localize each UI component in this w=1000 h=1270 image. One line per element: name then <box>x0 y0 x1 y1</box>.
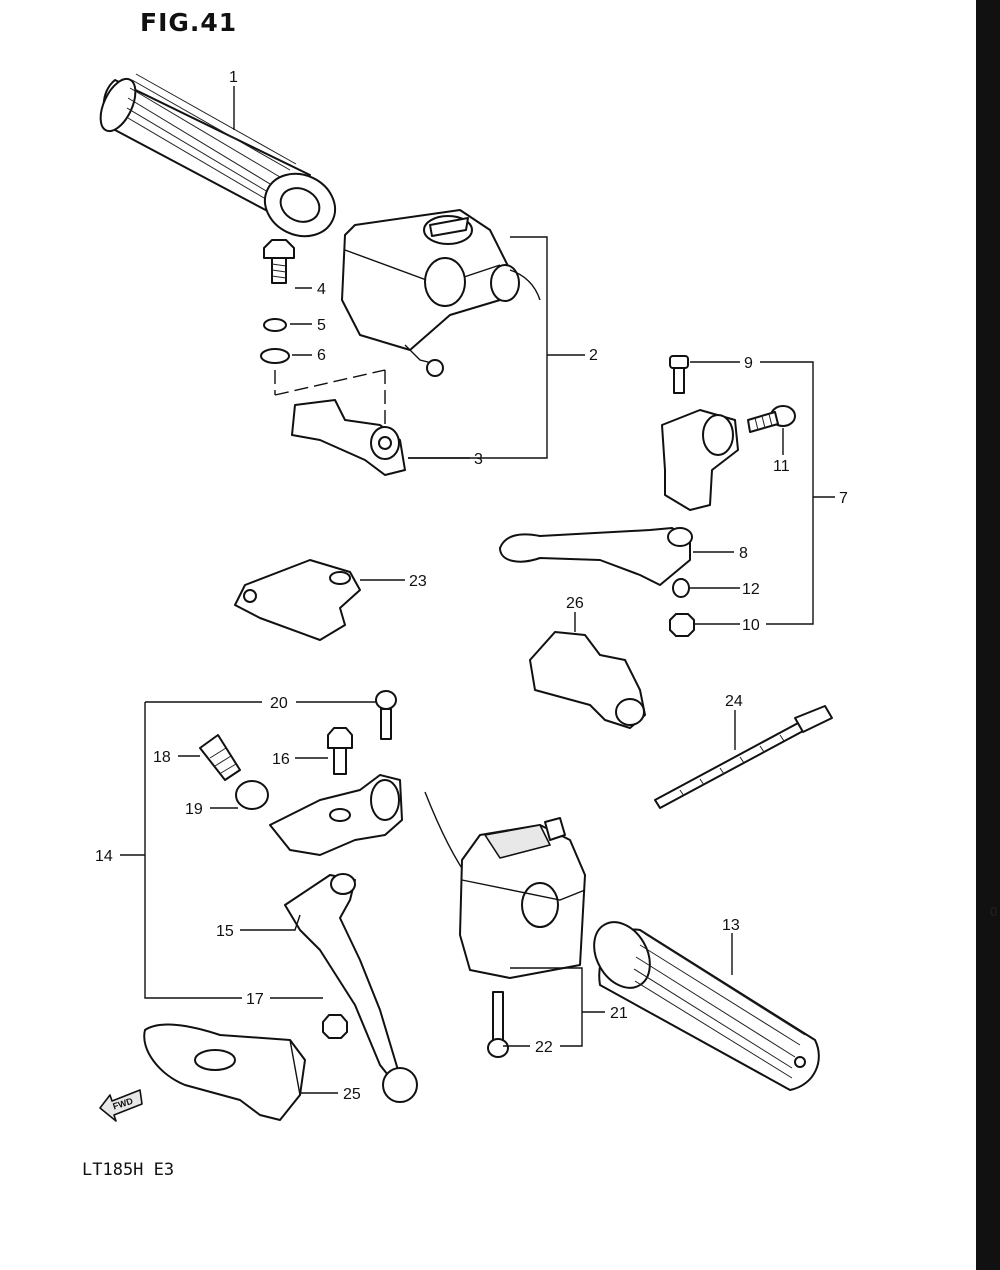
callout-11: 11 <box>773 458 790 475</box>
callout-22: 22 <box>535 1039 553 1056</box>
washer-6 <box>260 348 290 364</box>
leader-dash-6-3 <box>274 369 386 425</box>
switch-housing-21 <box>424 791 586 979</box>
throttle-lever <box>291 399 406 476</box>
lever-15 <box>284 873 418 1103</box>
cable-tie-24 <box>654 705 833 809</box>
guard-25 <box>143 1023 306 1121</box>
callout-25: 25 <box>343 1086 361 1103</box>
callout-5: 5 <box>317 317 326 334</box>
callout-9: 9 <box>744 355 753 372</box>
bolt-9 <box>669 355 689 394</box>
bolt-4 <box>263 239 295 284</box>
callout-6: 6 <box>317 347 326 364</box>
screw-20 <box>375 690 397 740</box>
fwd-arrow-icon: FWD <box>99 1089 143 1122</box>
callout-17: 17 <box>246 991 264 1008</box>
callout-2: 2 <box>589 347 598 364</box>
adjuster-18 <box>199 734 241 781</box>
callout-19: 19 <box>185 801 203 818</box>
callout-13: 13 <box>722 917 740 934</box>
bracket-14 <box>269 774 403 856</box>
throttle-housing <box>341 209 541 377</box>
callout-14: 14 <box>95 848 113 865</box>
callout-21: 21 <box>610 1005 628 1022</box>
callout-23: 23 <box>409 573 427 590</box>
callout-24: 24 <box>725 693 743 710</box>
figure-title: FIG.41 <box>140 8 238 37</box>
callout-1: 1 <box>229 69 238 86</box>
callout-18: 18 <box>153 749 171 766</box>
callout-4: 4 <box>317 281 326 298</box>
grip-right <box>593 921 820 1091</box>
callout-3: 3 <box>474 451 483 468</box>
lever-8 <box>499 527 693 586</box>
callout-20: 20 <box>270 695 288 712</box>
cover-26 <box>529 631 646 729</box>
callout-12: 12 <box>742 581 760 598</box>
nut-10 <box>669 613 695 637</box>
callout-26: 26 <box>566 595 584 612</box>
callout-7: 7 <box>839 490 848 507</box>
nut-17 <box>322 1014 348 1039</box>
callout-15: 15 <box>216 923 234 940</box>
callout-16: 16 <box>272 751 290 768</box>
washer-5 <box>263 318 287 332</box>
screw-22 <box>487 991 509 1058</box>
callout-10: 10 <box>742 617 760 634</box>
clamp-plate-23 <box>234 559 361 641</box>
leader-lines <box>120 86 835 1094</box>
locknut-19 <box>235 780 269 810</box>
collar-12 <box>672 578 690 598</box>
page-edge-bar <box>976 0 1000 1270</box>
bolt-16 <box>327 727 353 775</box>
callout-8: 8 <box>739 545 748 562</box>
edge-mark: 0 <box>990 904 998 919</box>
bolt-11 <box>747 405 796 433</box>
callout-numbers: 1 2 3 4 5 6 7 8 9 10 11 12 13 14 15 16 1… <box>95 69 848 1103</box>
model-code: LT185H E3 <box>82 1160 175 1180</box>
grip-left <box>99 73 337 238</box>
bracket-7 <box>661 409 739 511</box>
